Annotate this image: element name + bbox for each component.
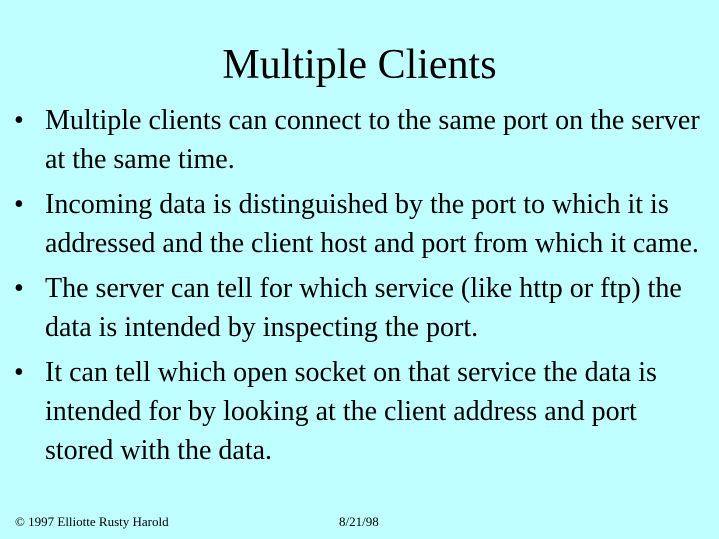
bullet-icon: • [14,357,24,388]
bullet-text: Incoming data is distinguished by the po… [45,189,699,259]
bullet-text: Multiple clients can connect to the same… [45,105,700,175]
bullet-item: • The server can tell for which service … [14,269,704,347]
bullet-text: The server can tell for which service (l… [45,273,682,343]
slide-title: Multiple Clients [222,42,497,88]
bullet-item: • Incoming data is distinguished by the … [14,185,704,263]
bullet-list: • Multiple clients can connect to the sa… [14,101,704,476]
bullet-text: It can tell which open socket on that se… [45,357,657,466]
footer-copyright: © 1997 Elliotte Rusty Harold [15,514,169,529]
bullet-icon: • [14,105,24,136]
bullet-icon: • [14,189,24,220]
bullet-icon: • [14,273,24,304]
footer-date: 8/21/98 [339,514,379,529]
bullet-item: • Multiple clients can connect to the sa… [14,101,704,179]
bullet-item: • It can tell which open socket on that … [14,353,704,470]
